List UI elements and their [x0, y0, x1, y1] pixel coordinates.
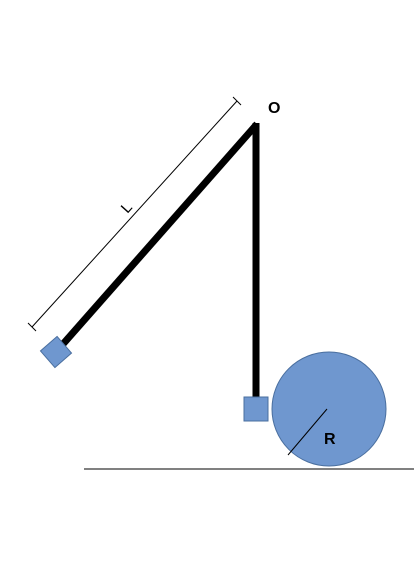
dimension-tick-start — [27, 322, 37, 332]
swung-pendulum-bob — [39, 335, 73, 369]
vertical-pendulum-bob — [243, 396, 269, 422]
dimension-line — [31, 100, 238, 328]
pivot-label: O — [268, 100, 280, 117]
dimension-tick-end — [232, 96, 242, 106]
length-dimension — [27, 96, 242, 332]
length-label: L — [118, 199, 136, 217]
radius-line — [287, 408, 328, 456]
cylinder-disk — [271, 351, 387, 467]
swung-pendulum-rod — [53, 121, 260, 355]
radius-label: R — [324, 431, 336, 448]
